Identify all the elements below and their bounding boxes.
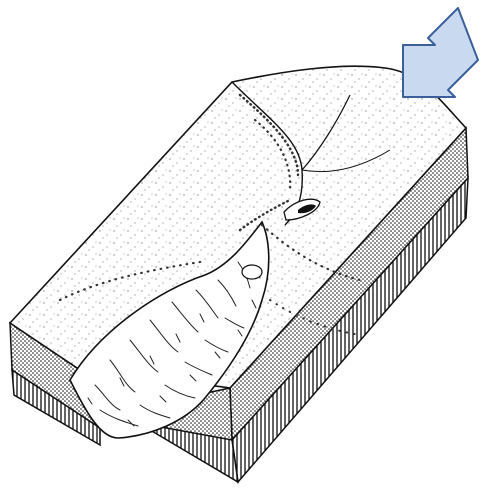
- direction-arrow-icon: [403, 8, 478, 97]
